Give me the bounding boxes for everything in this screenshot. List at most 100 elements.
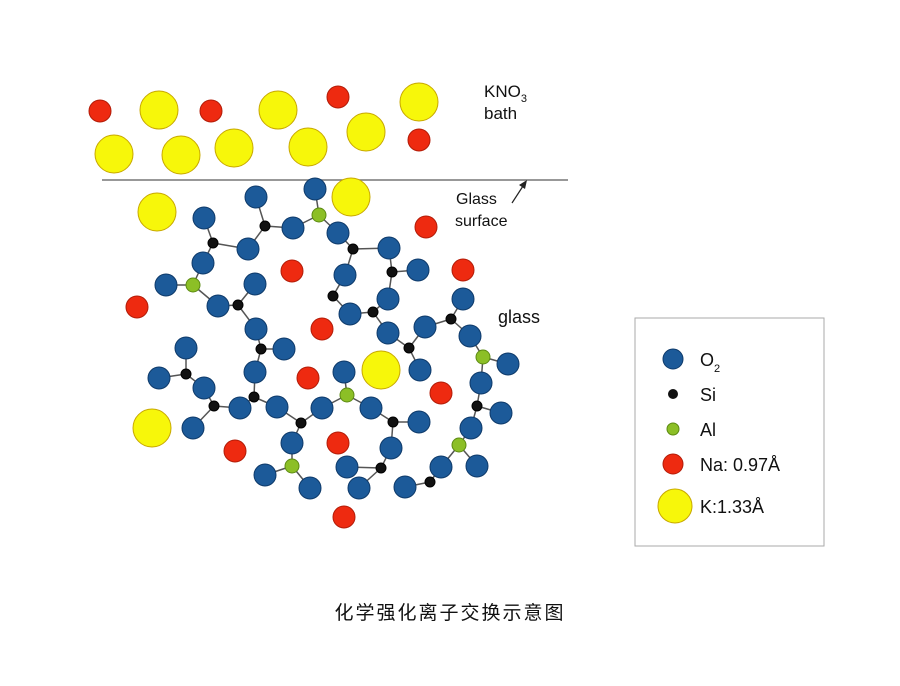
oxygen-atom <box>489 401 513 425</box>
legend-o2-label: O2 <box>700 350 720 375</box>
silicon-atom <box>295 417 307 429</box>
oxygen-atom <box>298 476 322 500</box>
oxygen-atom <box>458 324 482 348</box>
legend-si-label: Si <box>700 385 716 405</box>
oxygen-atom <box>236 237 260 261</box>
silicon-atom <box>424 476 436 488</box>
potassium-ion <box>361 350 401 390</box>
sodium-ion <box>88 99 112 123</box>
oxygen-atom <box>429 455 453 479</box>
oxygen-atom <box>272 337 296 361</box>
oxygen-atom <box>281 216 305 240</box>
oxygen-atom <box>191 251 215 275</box>
silicon-atom <box>367 306 379 318</box>
surface-arrow-head <box>519 180 527 189</box>
oxygen-atom <box>332 360 356 384</box>
oxygen-atom <box>192 206 216 230</box>
silicon-atom <box>232 299 244 311</box>
oxygen-atom <box>181 416 205 440</box>
oxygen-atom <box>359 396 383 420</box>
sodium-ion <box>429 381 453 405</box>
oxygen-atom <box>326 221 350 245</box>
oxygen-atom <box>280 431 304 455</box>
oxygen-atom <box>228 396 252 420</box>
potassium-ion <box>132 408 172 448</box>
silicon-atom <box>375 462 387 474</box>
silicon-atom <box>208 400 220 412</box>
silicon-atom <box>347 243 359 255</box>
legend-k-label: K:1.33Å <box>700 497 764 517</box>
glass-label: glass <box>498 307 540 327</box>
oxygen-atom <box>406 258 430 282</box>
oxygen-atom <box>393 475 417 499</box>
bath-label-line2: bath <box>484 104 517 123</box>
sodium-ion <box>451 258 475 282</box>
oxygen-atom <box>496 352 520 376</box>
silicon-atom <box>259 220 271 232</box>
sodium-ion <box>310 317 334 341</box>
potassium-ion <box>288 127 328 167</box>
potassium-ion <box>258 90 298 130</box>
sodium-ion <box>223 439 247 463</box>
oxygen-atom <box>377 236 401 260</box>
legend: O2 Si Al Na: 0.97Å K:1.33Å <box>634 317 825 547</box>
oxygen-atom <box>407 410 431 434</box>
potassium-ion <box>137 192 177 232</box>
oxygen-atom <box>459 416 483 440</box>
oxygen-atom <box>347 476 371 500</box>
silicon-atom <box>387 416 399 428</box>
silicon-atom <box>403 342 415 354</box>
oxygen-atom <box>376 321 400 345</box>
silicon-atom <box>207 237 219 249</box>
silicon-atom <box>445 313 457 325</box>
oxygen-atom <box>253 463 277 487</box>
silicon-atom <box>471 400 483 412</box>
legend-al-icon <box>666 422 680 436</box>
oxygen-atom <box>338 302 362 326</box>
sodium-ion <box>296 366 320 390</box>
oxygen-atom <box>192 376 216 400</box>
potassium-ion <box>139 90 179 130</box>
oxygen-atom <box>376 287 400 311</box>
bath-label: KNO3 <box>484 82 527 105</box>
oxygen-atom <box>465 454 489 478</box>
oxygen-atom <box>244 185 268 209</box>
sodium-ion <box>326 431 350 455</box>
oxygen-atom <box>154 273 178 297</box>
legend-si-icon <box>668 389 678 399</box>
oxygen-atom <box>333 263 357 287</box>
sodium-ion <box>199 99 223 123</box>
surface-label-line2: surface <box>455 213 508 230</box>
sodium-ion <box>326 85 350 109</box>
aluminum-atom <box>185 277 201 293</box>
oxygen-atom <box>243 272 267 296</box>
aluminum-atom <box>451 437 467 453</box>
potassium-ion <box>214 128 254 168</box>
oxygen-atom <box>335 455 359 479</box>
figure-caption: 化学强化离子交换示意图 <box>334 602 566 624</box>
oxygen-atom <box>469 371 493 395</box>
aluminum-atom <box>284 458 300 474</box>
oxygen-atom <box>303 177 327 201</box>
legend-al-label: Al <box>700 420 716 440</box>
potassium-ion <box>94 134 134 174</box>
potassium-ion <box>399 82 439 122</box>
aluminum-atom <box>475 349 491 365</box>
oxygen-atom <box>310 396 334 420</box>
sodium-ion <box>125 295 149 319</box>
aluminum-atom <box>311 207 327 223</box>
aluminum-atom <box>339 387 355 403</box>
sodium-ion <box>332 505 356 529</box>
atoms <box>88 82 520 529</box>
oxygen-atom <box>244 317 268 341</box>
oxygen-atom <box>379 436 403 460</box>
oxygen-atom <box>206 294 230 318</box>
potassium-ion <box>161 135 201 175</box>
silicon-atom <box>386 266 398 278</box>
oxygen-atom <box>147 366 171 390</box>
surface-label-line1: Glass <box>456 191 497 208</box>
silicon-atom <box>248 391 260 403</box>
sodium-ion <box>280 259 304 283</box>
oxygen-atom <box>265 395 289 419</box>
